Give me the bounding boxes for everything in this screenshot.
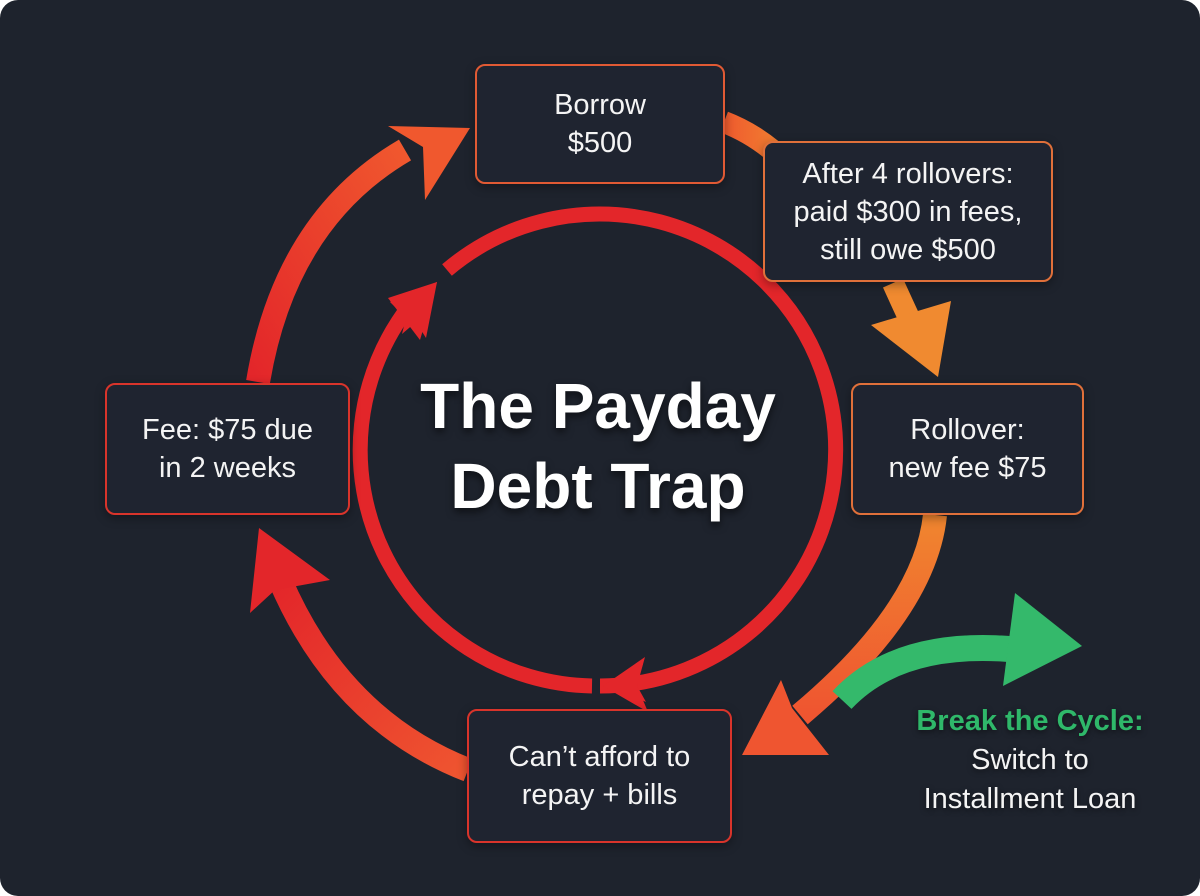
node-cant-afford-line-2: repay + bills (521, 779, 678, 811)
node-borrow-line-2: $500 (567, 127, 633, 159)
title-line-2: Debt Trap (450, 450, 746, 522)
arrow-fee-to-borrow-icon (246, 126, 470, 384)
inner-cycle-icon (352, 206, 844, 712)
arrow-rollover-to-cant-afford-icon (742, 513, 947, 755)
title-line-1: The Payday (420, 370, 776, 442)
node-cant-afford: Can’t afford to repay + bills (467, 709, 732, 843)
arrow-cant-afford-to-fee-icon (250, 528, 473, 782)
break-cycle-line-2: Installment Loan (923, 783, 1137, 815)
node-summary-line-1: After 4 rollovers: (802, 157, 1014, 190)
node-summary-line-3: still owe $500 (820, 233, 996, 266)
node-fee: Fee: $75 due in 2 weeks (105, 383, 350, 515)
diagram-title: The Payday Debt Trap (378, 366, 818, 526)
node-cant-afford-line-1: Can’t afford to (508, 741, 691, 773)
node-borrow-line-1: Borrow (554, 89, 646, 121)
arrow-summary-to-rollover-icon (871, 278, 951, 377)
node-summary-line-2: paid $300 in fees, (793, 195, 1023, 228)
break-cycle-arrow-icon (832, 593, 1082, 710)
break-the-cycle-callout: Break the Cycle: Switch to Installment L… (880, 702, 1180, 819)
node-borrow: Borrow $500 (475, 64, 725, 184)
node-rollover-line-2: new fee $75 (888, 452, 1047, 484)
node-fee-line-1: Fee: $75 due (142, 414, 313, 446)
node-rollover-summary: After 4 rollovers: paid $300 in fees, st… (763, 141, 1053, 282)
node-fee-line-2: in 2 weeks (158, 452, 296, 484)
break-cycle-heading: Break the Cycle: (916, 705, 1144, 737)
node-rollover-line-1: Rollover: (910, 414, 1025, 446)
break-cycle-line-1: Switch to (971, 744, 1089, 776)
node-rollover: Rollover: new fee $75 (851, 383, 1084, 515)
